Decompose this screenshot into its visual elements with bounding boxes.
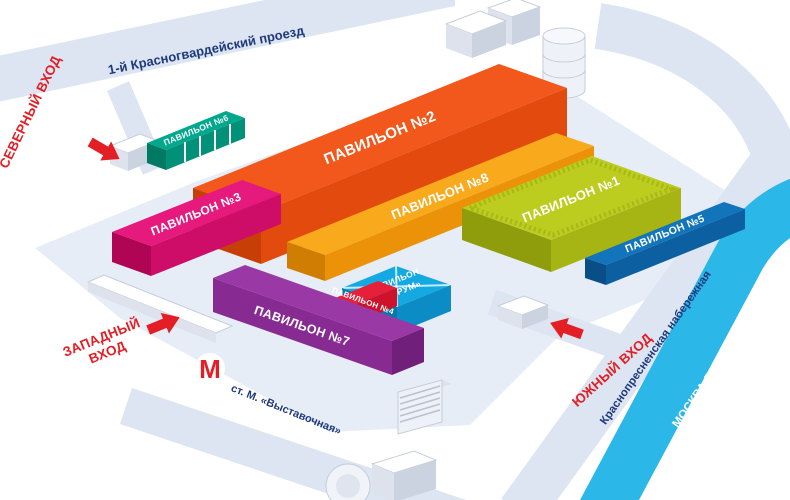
west-canopy-front	[88, 282, 216, 343]
louver-building-front	[397, 379, 443, 435]
pavilion-2-roof[interactable]	[193, 64, 567, 212]
pavilion-3-front-left[interactable]	[112, 232, 151, 276]
pavilion-1-front-right[interactable]	[551, 188, 681, 272]
pavilion-6-roof[interactable]	[147, 111, 245, 150]
pavilion-7-end-face[interactable]	[392, 328, 424, 375]
south-kiosk-side	[522, 305, 548, 329]
road-north-street	[0, 0, 455, 102]
cooling-tower-rib1	[542, 53, 586, 63]
pavilion-7-front-left[interactable]	[213, 278, 392, 375]
metro-icon: М	[199, 354, 221, 384]
cooling-tower-rib2	[542, 69, 586, 79]
pavilion-1-front-left[interactable]	[462, 208, 551, 272]
road-bottom-left	[119, 387, 467, 500]
arrow-shape	[87, 137, 120, 161]
pavilion-8-roof[interactable]	[287, 133, 594, 255]
pavilion-5-front-right[interactable]	[606, 209, 745, 285]
south-kiosk-front	[498, 306, 522, 329]
louver-stripe	[399, 397, 441, 411]
metro-halo	[195, 353, 225, 383]
service-building-a-side	[472, 21, 506, 58]
pavilion-1-roof[interactable]	[462, 156, 681, 240]
pavilion-6-front-left[interactable]	[147, 143, 166, 170]
south-building-side	[394, 460, 436, 500]
pavilion-3-roof[interactable]	[112, 180, 281, 246]
pavilion-5-front-left[interactable]	[585, 258, 606, 285]
pavilion-4-roof[interactable]	[330, 281, 397, 307]
louver-stripe	[399, 409, 441, 423]
river-moskva	[580, 178, 790, 500]
pavilion-8-front-right[interactable]	[325, 146, 594, 281]
service-buildings-north	[444, 0, 586, 99]
south-entrance-arrow-icon	[550, 317, 584, 340]
metro-marker: М	[195, 353, 225, 384]
pavilion-5-roof[interactable]	[585, 202, 745, 265]
louver-stripe	[399, 385, 441, 399]
pavilion-7-roof[interactable]	[213, 265, 424, 341]
pavilion-2-front-right[interactable]	[261, 88, 567, 264]
pavilion-8-front-left[interactable]	[287, 242, 325, 281]
louver-stripe	[399, 391, 441, 405]
south-service-buildings	[325, 450, 438, 500]
pavilion-8[interactable]: ПАВИЛЬОН №8	[287, 133, 594, 281]
cooling-tower-top	[542, 27, 586, 45]
arrow-shape	[146, 313, 180, 335]
south-building-front	[372, 464, 394, 500]
pavilion-3-front-right[interactable]	[151, 194, 281, 276]
south-kiosk	[496, 295, 550, 329]
pavilion-1[interactable]: ПАВИЛЬОН №1	[462, 156, 681, 272]
louver-stripe	[399, 403, 441, 417]
service-building-b-side	[512, 7, 540, 45]
pavilion-forum-front-right[interactable]	[397, 285, 451, 333]
louver-building	[397, 379, 452, 435]
round-building-inner	[336, 474, 360, 498]
road-embankment	[501, 3, 790, 500]
service-building-a-front	[446, 24, 472, 58]
west-entrance-arrow-icon	[146, 313, 180, 335]
arrow-shape	[550, 317, 584, 340]
pavilion-1-roof-ribs	[462, 157, 679, 238]
north-entrance-arrow-icon	[87, 137, 120, 161]
pavilion-7[interactable]: ПАВИЛЬОН №7	[213, 265, 424, 375]
